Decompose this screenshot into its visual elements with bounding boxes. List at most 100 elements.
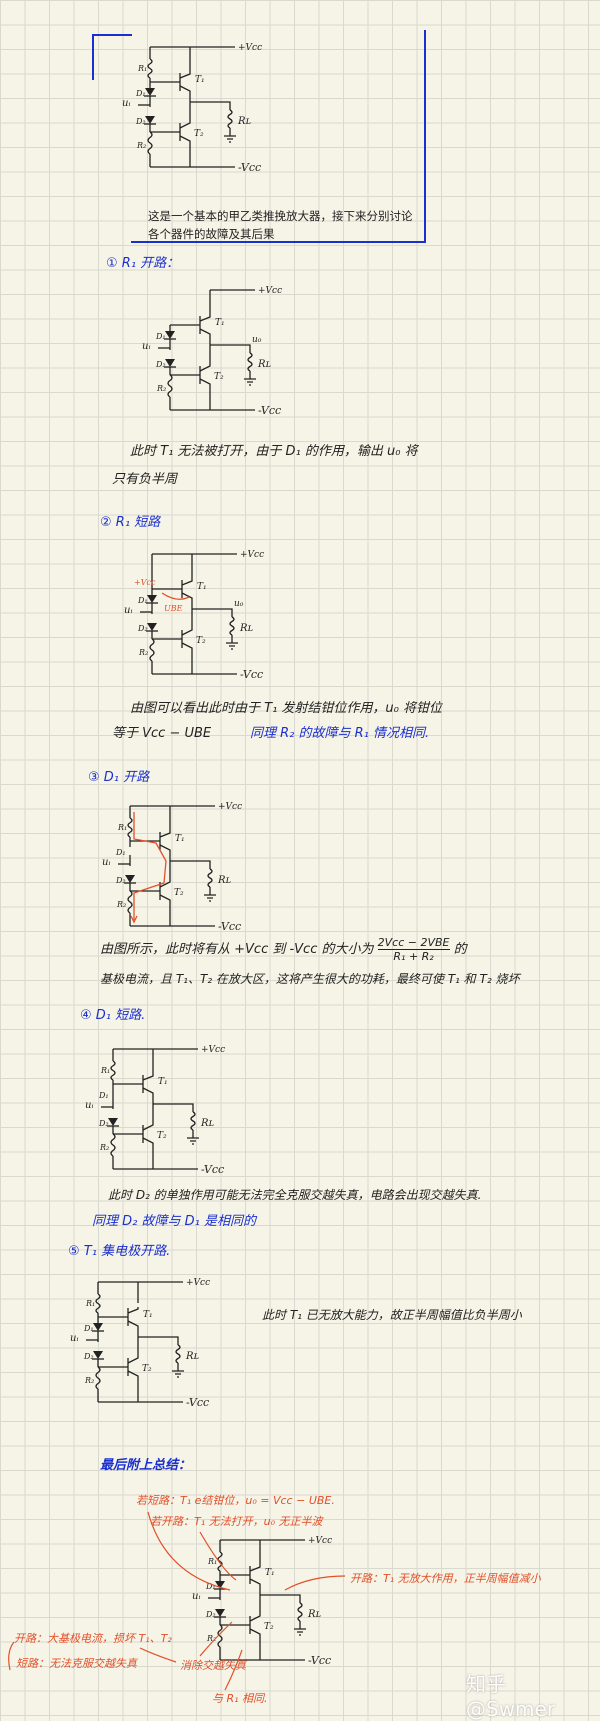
- r1-label: R₁: [85, 1299, 95, 1308]
- rl-label: Rʟ: [257, 359, 272, 370]
- vcc-pos-label: +Vcc: [186, 1278, 210, 1288]
- r2-resistor: [167, 374, 173, 398]
- rl-label: Rʟ: [185, 1351, 200, 1362]
- summary-heading: 最后附上总结：: [100, 1458, 192, 1473]
- vcc-neg-label: -Vcc: [201, 1163, 224, 1176]
- r1-resistor: [127, 817, 133, 838]
- ground-symbol: [204, 887, 216, 902]
- brace: [8, 1641, 15, 1671]
- r2-resistor: [149, 638, 155, 662]
- ground-symbol: [224, 128, 236, 143]
- r1-resistor: [110, 1060, 116, 1081]
- ube-arrow: [161, 592, 190, 600]
- vcc-pos-label: +Vcc: [240, 550, 264, 560]
- rl-label: Rʟ: [239, 623, 254, 634]
- blue-box-bottom: [131, 241, 426, 243]
- fraction-denominator: R₁ + R₂: [393, 950, 434, 963]
- output-wire: [260, 1594, 301, 1603]
- t2-collector: [127, 1370, 139, 1402]
- t1-collector: [179, 47, 191, 79]
- section-3-heading: ③ D₁ 开路: [88, 770, 150, 785]
- arrow-r2: [224, 1649, 243, 1691]
- d2-label: D₂: [205, 1610, 216, 1619]
- rl-resistor: [190, 1111, 196, 1131]
- section-5-text: 此时 T₁ 已无放大能力，故正半周幅值比负半周小: [262, 1308, 522, 1322]
- t1-collector: [181, 554, 193, 586]
- t1-emitter: [127, 1320, 139, 1364]
- section-3-text-b: 的: [453, 942, 467, 957]
- t1-collector: [159, 806, 171, 838]
- r2-resistor: [147, 131, 153, 155]
- rl-resistor: [229, 616, 235, 636]
- r1-label: R₁: [137, 64, 147, 73]
- fraction-numerator: 2Vcc − 2VBE: [377, 936, 450, 950]
- output-wire: [138, 1336, 179, 1345]
- section-2-note: 同理 R₂ 的故障与 R₁ 情况相同.: [250, 726, 430, 741]
- vcc-pos-label: +Vcc: [201, 1045, 225, 1055]
- ground-symbol: [294, 1621, 306, 1636]
- d2-label: D₂: [135, 117, 146, 126]
- ui-label: uᵢ: [122, 98, 130, 109]
- t1-emitter: [179, 85, 191, 129]
- d1-label: D₁: [83, 1324, 94, 1333]
- t2-label: T₂: [264, 1622, 274, 1632]
- rl-resistor: [297, 1602, 303, 1622]
- ui-label: uᵢ: [192, 1591, 200, 1602]
- annotation-r2: 与 R₁ 相同.: [212, 1692, 268, 1705]
- r2-label: R₂: [138, 648, 148, 657]
- d1-label: D₁: [205, 1582, 216, 1591]
- vcc-pos-label: +Vcc: [238, 43, 262, 53]
- d1-diode: [147, 595, 157, 603]
- r2-resistor: [95, 1366, 101, 1390]
- section-1-heading: ① R₁ 开路：: [106, 256, 180, 271]
- t1-emitter: [159, 844, 171, 888]
- annotation-r1-open: 若开路：T₁ 无法打开，u₀ 无正半波: [150, 1515, 323, 1528]
- vcc-neg-label: -Vcc: [240, 668, 263, 681]
- t1-collector: [249, 1540, 261, 1572]
- t2-collector: [142, 1137, 154, 1169]
- d2-label: D₂: [137, 624, 148, 633]
- t1-label: T₁: [265, 1568, 275, 1578]
- d1-diode: [215, 1581, 225, 1589]
- output-wire: [153, 1103, 194, 1112]
- r2-resistor: [110, 1133, 116, 1157]
- vcc-neg-label: -Vcc: [308, 1654, 331, 1667]
- r1-label: R₁: [207, 1557, 217, 1566]
- d2-label: D₂: [155, 360, 166, 369]
- d1-diode: [165, 331, 175, 339]
- ground-symbol: [244, 371, 256, 386]
- annotation-r1-short: 若短路：T₁ e结钳位，u₀ = Vcc − UBE.: [136, 1494, 335, 1507]
- r2-label: R₂: [84, 1376, 94, 1385]
- t2-collector: [249, 1628, 261, 1660]
- r2-label: R₂: [116, 900, 126, 909]
- d2-diode: [125, 875, 135, 883]
- section-4-text: 此时 D₂ 的单独作用可能无法完全克服交越失真，电路会出现交越失真.: [108, 1188, 482, 1202]
- arrow-r1-open: [199, 1531, 237, 1581]
- d1-label: D₁: [155, 332, 166, 341]
- annotation-d1-open: 开路：大基极电流，损坏 T₁、T₂: [14, 1632, 172, 1645]
- rl-resistor: [175, 1344, 181, 1364]
- ui-label: uᵢ: [124, 605, 132, 616]
- d1-label: D₁: [98, 1091, 109, 1100]
- vcc-pos-node-label: +Vcc: [134, 578, 156, 587]
- t1-label: T₁: [197, 582, 207, 592]
- section-1-text-line-2: 只有负半周: [112, 472, 178, 487]
- ui-label: uᵢ: [142, 341, 150, 352]
- d1-diode: [145, 88, 155, 96]
- t2-label: T₂: [142, 1364, 152, 1374]
- watermark: 知乎 @Swmer: [466, 1672, 556, 1721]
- d1-label: D₁: [115, 848, 126, 857]
- t2-collector: [199, 378, 211, 410]
- section-3-text-line-2: 基极电流，且 T₁、T₂ 在放大区，这将产生很大的功耗，最终可使 T₁ 和 T₂…: [100, 972, 520, 986]
- r2-resistor: [127, 890, 133, 914]
- ground-symbol: [172, 1363, 184, 1378]
- t1-collector: [199, 290, 211, 322]
- section-2-text-line-1: 由图可以看出此时由于 T₁ 发射结钳位作用，u₀ 将钳位: [130, 701, 443, 716]
- rl-label: Rʟ: [307, 1609, 322, 1620]
- vcc-pos-label: +Vcc: [218, 802, 242, 812]
